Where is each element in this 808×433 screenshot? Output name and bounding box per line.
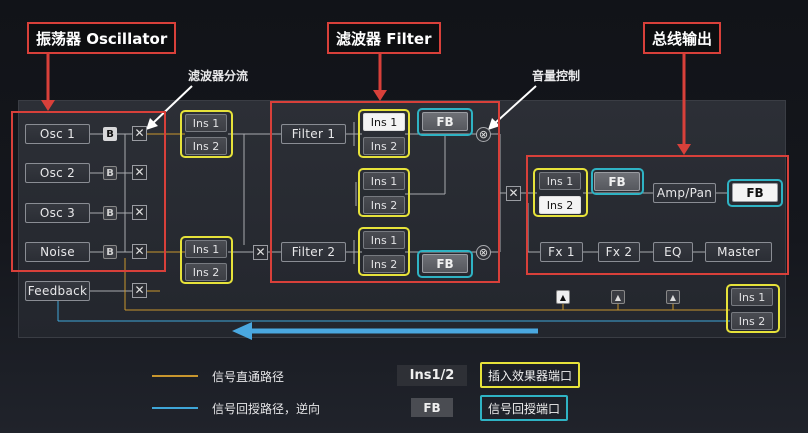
feedback-ins2[interactable]: Ins 2: [731, 312, 773, 330]
feedback-filter-split[interactable]: ✕: [132, 283, 147, 298]
osc2-bus-button[interactable]: B: [103, 166, 117, 180]
noise-module[interactable]: Noise: [25, 242, 90, 262]
pre-filter2-ins2[interactable]: Ins 2: [185, 263, 227, 281]
fx2-module[interactable]: Fx 2: [598, 242, 640, 262]
master-fb-button[interactable]: FB: [732, 183, 778, 202]
legend-fb-key: FB: [411, 398, 453, 417]
eq-send-icon[interactable]: ▲: [666, 290, 680, 304]
legend-direct-path: 信号直通路径: [212, 370, 285, 384]
feedback-ins1[interactable]: Ins 1: [731, 288, 773, 306]
pre-filter2-insert-highlight: [180, 236, 233, 284]
feedback-insert-highlight: [726, 284, 780, 333]
filter2-fb-highlight: [417, 250, 473, 278]
filter-highlight: [270, 101, 500, 283]
legend-ins-key: Ins1/2: [397, 365, 467, 386]
noise-filter-split[interactable]: ✕: [132, 244, 147, 259]
osc1-bus-button[interactable]: B: [103, 127, 117, 141]
master-fb-highlight: [727, 179, 783, 207]
osc3-module[interactable]: Osc 3: [25, 203, 90, 223]
filter-sum-insert-highlight: [358, 168, 410, 217]
filter1-ins1[interactable]: Ins 1: [363, 113, 405, 131]
filter2-input-split[interactable]: ✕: [253, 245, 268, 260]
pre-filter1-ins2[interactable]: Ins 2: [185, 137, 227, 155]
output-fb-button[interactable]: FB: [594, 172, 640, 191]
amp-pan-module[interactable]: Amp/Pan: [653, 183, 716, 203]
pre-filter1-insert-highlight: [180, 110, 233, 158]
output-highlight: [526, 155, 789, 275]
output-ins1[interactable]: Ins 1: [539, 172, 581, 190]
filter1-insert-highlight: [358, 109, 410, 158]
feedback-module[interactable]: Feedback: [25, 281, 90, 301]
pre-filter1-ins1[interactable]: Ins 1: [185, 114, 227, 132]
osc2-filter-split[interactable]: ✕: [132, 165, 147, 180]
output-ins2[interactable]: Ins 2: [539, 196, 581, 214]
oscillator-section-title: 振荡器 Oscillator: [27, 22, 177, 54]
filter1-fb-button[interactable]: FB: [422, 112, 468, 131]
output-fb-highlight: [591, 168, 644, 195]
fx1-send-icon[interactable]: ▲: [556, 290, 570, 304]
filter-split-annotation: 滤波器分流: [188, 69, 249, 83]
filter-sum-ins2[interactable]: Ins 2: [363, 196, 405, 214]
osc2-module[interactable]: Osc 2: [25, 163, 90, 183]
legend-feedback-path: 信号回授路径，逆向: [212, 402, 321, 416]
filter2-volume-knob[interactable]: ⊗: [476, 245, 491, 260]
filter2-ins2[interactable]: Ins 2: [363, 255, 405, 273]
master-module[interactable]: Master: [705, 242, 772, 262]
oscillator-highlight: [11, 111, 166, 272]
osc1-module[interactable]: Osc 1: [25, 124, 90, 144]
fx2-send-icon[interactable]: ▲: [611, 290, 625, 304]
output-insert-highlight: [533, 168, 588, 217]
filter-mix-split[interactable]: ✕: [506, 186, 521, 201]
volume-control-annotation: 音量控制: [532, 69, 581, 83]
fx1-module[interactable]: Fx 1: [540, 242, 583, 262]
osc3-bus-button[interactable]: B: [103, 206, 117, 220]
filter1-module[interactable]: Filter 1: [281, 124, 346, 144]
filter-section-title: 滤波器 Filter: [327, 22, 441, 54]
filter2-insert-highlight: [358, 227, 410, 276]
osc1-filter-split[interactable]: ✕: [132, 126, 147, 141]
filter1-fb-highlight: [417, 108, 473, 136]
legend-fb-desc: 信号回授端口: [480, 395, 569, 421]
filter2-ins1[interactable]: Ins 1: [363, 231, 405, 249]
eq-module[interactable]: EQ: [653, 242, 693, 262]
noise-bus-button[interactable]: B: [103, 245, 117, 259]
filter1-ins2[interactable]: Ins 2: [363, 137, 405, 155]
legend-ins-desc: 插入效果器端口: [480, 362, 581, 388]
pre-filter2-ins1[interactable]: Ins 1: [185, 240, 227, 258]
filter2-fb-button[interactable]: FB: [422, 254, 468, 273]
filter-sum-ins1[interactable]: Ins 1: [363, 172, 405, 190]
filter1-volume-knob[interactable]: ⊗: [476, 127, 491, 142]
osc3-filter-split[interactable]: ✕: [132, 205, 147, 220]
output-section-title: 总线输出: [643, 22, 722, 54]
filter2-module[interactable]: Filter 2: [281, 242, 346, 262]
